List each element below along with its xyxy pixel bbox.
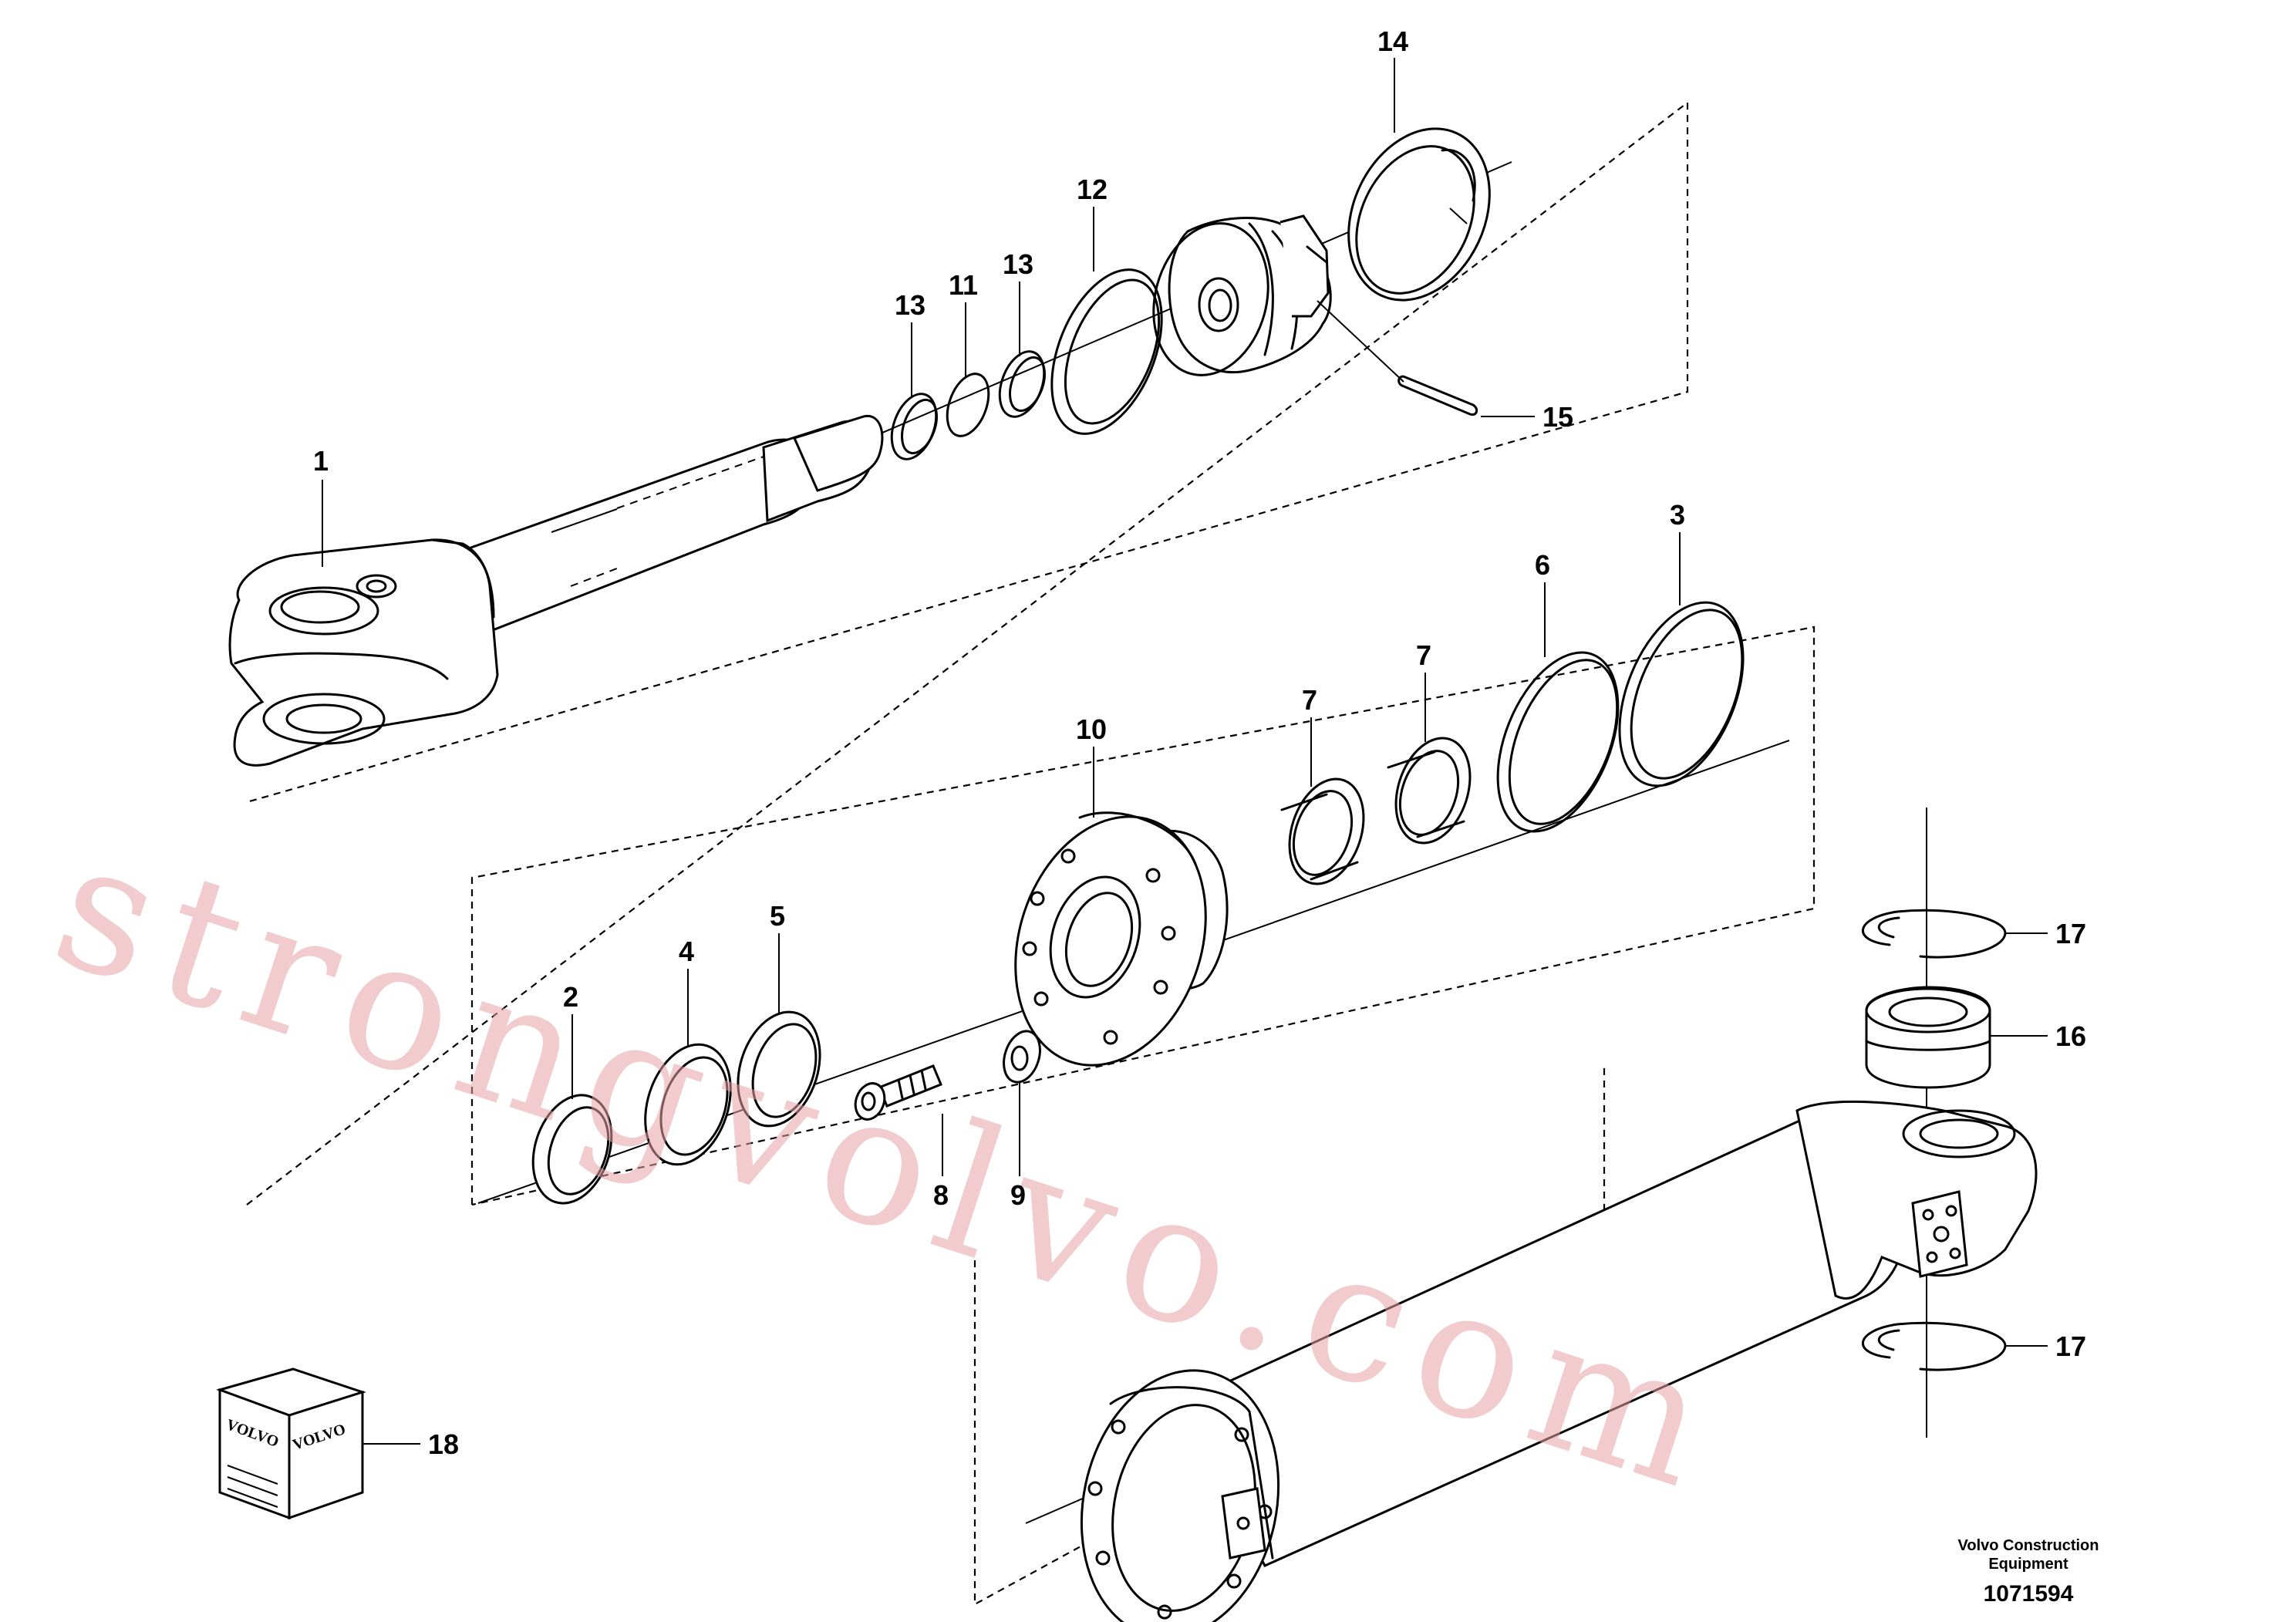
callout-7a: 7: [1302, 684, 1317, 716]
callout-3: 3: [1670, 499, 1685, 531]
callout-1: 1: [313, 445, 329, 477]
seal-kit-box-18: VOLVO VOLVO: [216, 1367, 366, 1520]
maker-line-1: Volvo Construction: [1958, 1537, 2099, 1554]
callout-14: 14: [1377, 25, 1408, 57]
callout-12: 12: [1077, 174, 1108, 205]
callout-16: 16: [2055, 1020, 2086, 1052]
callout-17a: 17: [2055, 918, 2086, 949]
callout-8: 8: [933, 1179, 949, 1211]
callout-2: 2: [563, 981, 578, 1013]
bushing-7-left: [1280, 777, 1365, 885]
bearing-16: [1865, 986, 1991, 1089]
drawing-number: 1071594: [1984, 1581, 2074, 1607]
callout-7b: 7: [1416, 639, 1431, 671]
seal-5: [737, 1010, 821, 1128]
callout-11: 11: [949, 269, 978, 301]
maker-line-2: Equipment: [1988, 1556, 2068, 1573]
footer-block: Volvo Construction Equipment 1071594: [1958, 1537, 2099, 1607]
ring-13-left: [890, 393, 938, 460]
bolt-8: [854, 1064, 943, 1176]
ring-6: [1496, 651, 1620, 833]
callout-5: 5: [770, 900, 785, 932]
circlip-17-top: [1862, 909, 2007, 959]
seal-2: [531, 1094, 613, 1205]
callout-9: 9: [1010, 1179, 1026, 1211]
o-ring-11: [946, 373, 990, 437]
callout-18: 18: [428, 1428, 459, 1460]
callout-17b: 17: [2055, 1330, 2086, 1362]
callout-4: 4: [679, 936, 694, 967]
seal-ring-12: [1050, 268, 1163, 435]
cylinder-head-10: [1014, 811, 1229, 1067]
washer-9: [1003, 1030, 1041, 1176]
piston-rod: [228, 414, 884, 767]
callout-10: 10: [1076, 713, 1107, 745]
callout-13b: 13: [1003, 248, 1033, 280]
pin-15: [1317, 300, 1535, 417]
callout-6: 6: [1535, 549, 1550, 581]
leader-lines: [322, 58, 2048, 1445]
ring-3: [1618, 601, 1745, 787]
seal-4: [644, 1043, 732, 1166]
guide-ring-14: [1347, 127, 1491, 302]
bushing-7-right: [1387, 737, 1472, 845]
ring-13-right: [998, 350, 1046, 418]
callout-13a: 13: [895, 289, 925, 321]
frame-piston-rod-group: [246, 100, 1689, 1206]
circlip-17-bottom: [1862, 1321, 2007, 1371]
cylinder-tube: [1080, 1100, 2038, 1622]
piston: [1152, 214, 1332, 376]
callout-labels: 1 2 3 4 5 6 7 7 8 9 10 11 12 13 13 14 15…: [313, 25, 2086, 1460]
callout-15: 15: [1542, 401, 1573, 433]
frame-cylinder-head-group: [470, 626, 1816, 1206]
